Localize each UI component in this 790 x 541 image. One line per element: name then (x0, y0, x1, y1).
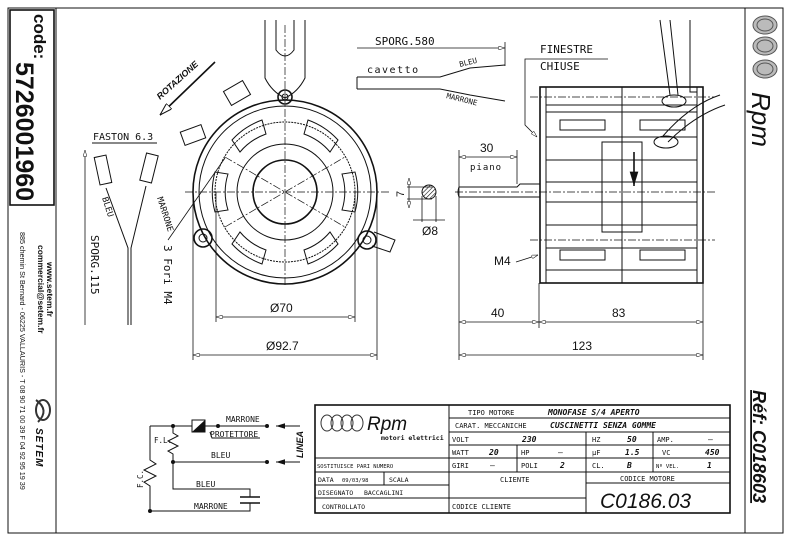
wiring-fl: F.L. (154, 436, 172, 445)
hz-value: 50 (627, 435, 637, 444)
rpm-logo: Rpm (746, 15, 778, 147)
vel-value: 1 (707, 461, 712, 470)
codice-motore-value: C0186.03 (600, 490, 691, 513)
vel-label: Nº VEL. (656, 463, 679, 470)
dimension-123: 123 (572, 339, 592, 353)
uf-value: 1.5 (625, 448, 640, 457)
setem-logo: SETEM (33, 399, 51, 467)
tipo-label: TIPO MOTORE (468, 409, 514, 417)
volt-label: VOLT (452, 436, 470, 444)
holes-label: 3 Fori M4 (161, 245, 174, 305)
code-box: code: 5726001960 (9, 9, 55, 206)
wiring-marrone-cap: MARRONE (194, 502, 228, 511)
faston-label: FASTON 6.3 (93, 132, 153, 143)
vc-value: 450 (705, 448, 720, 457)
screw-label: M4 (494, 254, 511, 268)
flat-label: piano (470, 163, 502, 173)
rpm-brand: Rpm (746, 92, 776, 147)
amp-value: — (708, 435, 713, 444)
disegnato-value: BACCAGLINI (364, 489, 403, 497)
rotation-label: ROTAZIONE (155, 58, 201, 101)
title-logo-brand: Rpm (367, 414, 407, 435)
svg-text:SETEM: SETEM (33, 428, 44, 467)
amp-label: AMP. (657, 436, 674, 444)
code-label: code: (30, 14, 49, 59)
scala-label: SCALA (389, 476, 409, 484)
carat-label: CARAT. MECCANICHE (455, 422, 527, 430)
email: commercial@setem.fr (36, 245, 46, 334)
poli-label: POLI (521, 462, 538, 470)
front-view (179, 20, 396, 285)
poli-value: 2 (559, 461, 565, 470)
giri-value: — (490, 461, 495, 470)
code-value: 5726001960 (10, 62, 38, 201)
giri-label: GIRI (452, 462, 469, 470)
tipo-value: MONOFASE S/4 APERTO (547, 408, 640, 417)
wiring-line: LINEA (295, 431, 305, 458)
faston-wire-bleu: BLEU (99, 196, 115, 219)
hp-label: HP (521, 449, 529, 457)
wiring-bleu-mid: BLEU (211, 451, 230, 460)
volt-value: 230 (521, 435, 537, 444)
codice-motore-label: CODICE MOTORE (620, 475, 675, 483)
sostituisce-label: SOSTITUISCE PARI NUMERO (317, 464, 393, 470)
wiring-diagram (142, 419, 300, 513)
address: 885 chemin St Bernard - 06225 VALLAURIS … (18, 232, 27, 490)
dimension-40: 40 (491, 306, 505, 320)
windows-label-1: FINESTRE (540, 43, 593, 56)
cable-wire-bleu: BLEU (458, 56, 478, 69)
dimension-dia-70: Ø70 (270, 301, 293, 315)
disegnato-label: DISEGNATO (318, 489, 353, 497)
cl-value: B (626, 461, 632, 470)
faston-connectors (93, 152, 159, 325)
cliente-label: CLIENTE (500, 476, 530, 484)
website: www.setem.fr (45, 261, 55, 318)
dimension-flat-7: 7 (395, 191, 407, 197)
dimension-83: 83 (612, 306, 626, 320)
faston-wire-marrone: MARRONE (154, 196, 175, 233)
data-value: 09/03/98 (342, 478, 369, 484)
shaft (455, 183, 715, 198)
wiring-protector: PROTETTORE (210, 430, 258, 439)
title-logo-sub: motori elettrici (381, 434, 444, 442)
dimension-shaft-dia-8: Ø8 (422, 224, 438, 238)
reference-number: Réf: C018603 (749, 390, 769, 503)
side-view-body (530, 19, 726, 284)
wiring-fc: F.C. (136, 470, 145, 488)
hz-label: HZ (592, 436, 600, 444)
watt-label: WATT (452, 449, 470, 457)
data-label: DATA (318, 476, 334, 484)
cable (356, 64, 506, 102)
title-block (314, 404, 731, 514)
hp-value: — (558, 448, 563, 457)
watt-value: 20 (488, 448, 499, 457)
vc-label: VC (662, 449, 670, 457)
carat-value: CUSCINETTI SENZA GOMME (550, 421, 656, 430)
controllato-label: CONTROLLATO (322, 503, 365, 511)
dimension-dia-92-7: Ø92.7 (266, 339, 299, 353)
codice-cliente-label: CODICE CLIENTE (452, 503, 511, 511)
faston-sporg: SPORG.115 (88, 235, 101, 295)
dimension-flat-30: 30 (480, 141, 494, 155)
label-plate (601, 141, 643, 233)
drawing-frame (7, 7, 784, 534)
shaft-section (407, 178, 445, 222)
cl-label: CL. (592, 462, 605, 470)
windows-label-2: CHIUSE (540, 60, 580, 73)
wiring-marrone-top: MARRONE (226, 415, 260, 424)
wiring-bleu-cap: BLEU (196, 480, 215, 489)
rotation-arrow (160, 61, 216, 115)
cable-label: cavetto (367, 65, 420, 76)
uf-label: µF (592, 449, 600, 457)
side-sporg: SPORG.580 (375, 35, 435, 48)
